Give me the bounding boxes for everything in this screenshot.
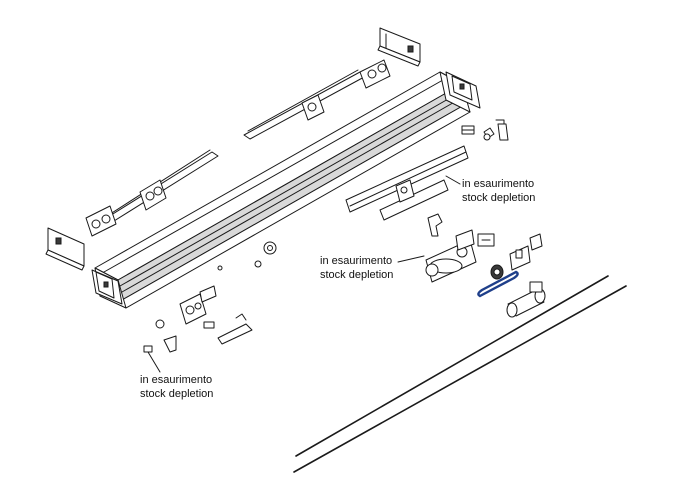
label-line-english: stock depletion: [140, 388, 214, 400]
small-parts-left: [143, 319, 177, 353]
end-cap-right: [445, 71, 481, 109]
guide-rod-1: [295, 275, 609, 457]
stock-depletion-label: in esaurimento stock depletion: [462, 177, 535, 205]
label-line-english: stock depletion: [462, 192, 536, 204]
small-parts-right: [461, 119, 509, 141]
pulley: [490, 264, 504, 280]
stock-depletion-label: in esaurimento stock depletion: [320, 254, 393, 282]
label-line-italian: in esaurimento: [140, 374, 213, 386]
label-line-italian: in esaurimento: [462, 178, 535, 190]
control-unit: [509, 233, 543, 271]
end-cap-left: [91, 269, 123, 305]
label-line-italian: in esaurimento: [320, 255, 393, 267]
small-parts-centre: [217, 241, 277, 271]
lock-solenoid: [506, 281, 546, 318]
toothed-belt: [477, 270, 519, 298]
left-carriage-rail: [85, 149, 219, 237]
upper-right-bracket: [377, 27, 421, 67]
motor-mounting-plate: [345, 145, 469, 221]
left-wall-bracket: [45, 227, 85, 271]
stock-depletion-label: in esaurimento stock depletion: [140, 373, 213, 401]
guide-rod-2: [293, 285, 627, 473]
drive-motor-assembly: [425, 213, 495, 283]
lower-carriage-group: [179, 285, 253, 345]
label-line-english: stock depletion: [320, 269, 394, 281]
upper-carriage-rail: [243, 59, 391, 140]
